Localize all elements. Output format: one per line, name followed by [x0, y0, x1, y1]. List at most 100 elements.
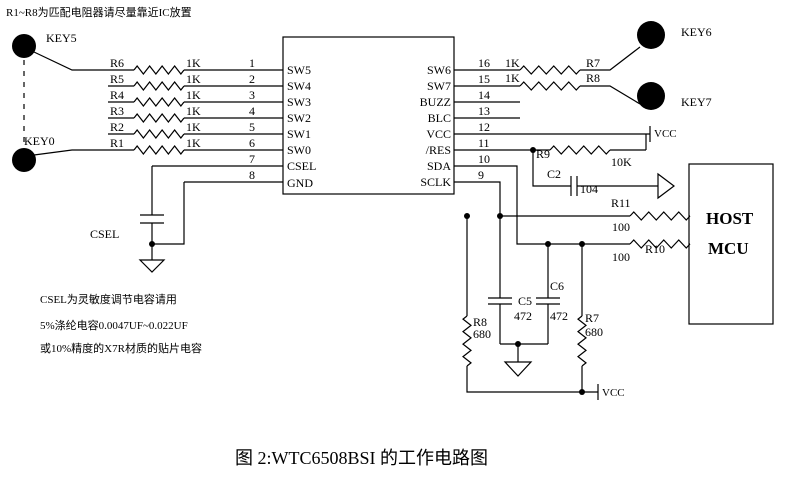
left-row-1-pin-name: SW4 [287, 79, 311, 93]
key7-label: KEY7 [681, 95, 712, 109]
right-row-5-pin-name: /RES [426, 143, 451, 157]
c5-ref: C5 [518, 294, 532, 308]
resistor-r8-pullup [462, 315, 472, 367]
gnd-wire [152, 182, 185, 245]
right-row-3-pin-name: BLC [428, 111, 451, 125]
r8-pull-value: 680 [473, 327, 491, 341]
left-row-0-value: 1K [186, 56, 201, 70]
left-row-4-pin: 5 [249, 120, 255, 134]
r8-value: 1K [505, 71, 520, 85]
left-row-4-value: 1K [186, 120, 201, 134]
left-row-2-value: 1K [186, 88, 201, 102]
host-label: HOST [706, 209, 754, 228]
right-row-1-pin-name: SW7 [427, 79, 451, 93]
resistor-r1 [133, 145, 185, 155]
note-line-3: 或10%精度的X7R材质的贴片电容 [40, 341, 202, 355]
left-row-5-ref: R1 [110, 136, 124, 150]
right-row-2-pin-name: BUZZ [420, 95, 451, 109]
resistor-r11 [629, 211, 691, 221]
c6-ref: C6 [550, 279, 564, 293]
c6-value: 472 [550, 309, 568, 323]
r7-value: 1K [505, 56, 520, 70]
vcc-bottom-junction [579, 389, 585, 395]
touch-key-6 [637, 21, 665, 49]
r7-pull-wire-bottom [581, 366, 598, 393]
right-row-0-pin-number: 16 [478, 56, 490, 70]
touch-key-7 [637, 82, 665, 110]
left-row-2-pin: 3 [249, 88, 255, 102]
left-row-0-pin-name: SW5 [287, 63, 311, 77]
pin7-number: 7 [249, 152, 255, 166]
left-row-5-pin-name: SW0 [287, 143, 311, 157]
r11-value: 100 [612, 220, 630, 234]
r8-ref: R8 [586, 71, 600, 85]
resistor-r4 [133, 97, 185, 107]
ic-chip [282, 36, 455, 195]
right-row-5-pin-number: 11 [478, 136, 490, 150]
r8-pull-wire-bottom [466, 366, 582, 393]
c2-ref: C2 [547, 167, 561, 181]
left-row-3-pin-name: SW2 [287, 111, 311, 125]
resistor-r5 [133, 81, 185, 91]
resistor-r10 [629, 239, 691, 249]
figure-caption: 图 2:WTC6508BSI 的工作电路图 [235, 448, 488, 468]
r9-ref: R9 [536, 147, 550, 161]
r10-value: 100 [612, 250, 630, 264]
right-row-4-pin-number: 12 [478, 120, 490, 134]
r11-ref: R11 [611, 196, 631, 210]
r7-pull-value: 680 [585, 325, 603, 339]
resistor-r6 [133, 65, 185, 75]
ground-symbol-c2 [657, 172, 675, 200]
resistor-r8 [519, 81, 581, 91]
resistor-r7 [519, 65, 581, 75]
left-row-1-pin: 2 [249, 72, 255, 86]
left-row-4-ref: R2 [110, 120, 124, 134]
c2-value: 104 [580, 182, 598, 196]
csel-label: CSEL [90, 227, 119, 241]
r7-ref: R7 [586, 56, 600, 70]
left-row-3-value: 1K [186, 104, 201, 118]
key6-wire [580, 46, 641, 71]
left-row-5-value: 1K [186, 136, 201, 150]
resistor-r3 [133, 113, 185, 123]
key0-wire [33, 149, 108, 156]
right-row-7-pin-number: 9 [478, 168, 484, 182]
note-line-1: CSEL为灵敏度调节电容请用 [40, 292, 177, 306]
vcc-bottom-label: VCC [602, 387, 625, 399]
key5-label: KEY5 [46, 31, 77, 45]
key5-wire [33, 51, 108, 71]
left-row-2-ref: R4 [110, 88, 124, 102]
left-row-1-value: 1K [186, 72, 201, 86]
right-row-1-pin-number: 15 [478, 72, 490, 86]
ground-symbol-left [138, 259, 166, 273]
right-row-6-pin-number: 10 [478, 152, 490, 166]
mcu-label: MCU [708, 239, 749, 258]
r7-pull-ref: R7 [585, 311, 599, 325]
touch-key-0 [12, 148, 36, 172]
key0-label: KEY0 [24, 134, 55, 148]
resistor-r9 [549, 145, 611, 155]
vcc-label: VCC [654, 128, 677, 140]
right-row-0-pin-name: SW6 [427, 63, 451, 77]
right-row-3-pin-number: 13 [478, 104, 490, 118]
touch-key-5 [12, 34, 36, 58]
c2-wire-left [532, 150, 571, 187]
left-row-3-pin: 4 [249, 104, 255, 118]
right-row-4-pin-name: VCC [426, 127, 451, 141]
pin8-number: 8 [249, 168, 255, 182]
top-note: R1~R8为匹配电阻器请尽量靠近IC放置 [6, 5, 192, 19]
resistor-r2 [133, 129, 185, 139]
left-row-3-ref: R3 [110, 104, 124, 118]
resistor-r7-pullup [577, 315, 587, 367]
right-row-6-pin-name: SDA [427, 159, 451, 173]
right-row-2-pin-number: 14 [478, 88, 490, 102]
r10-ref: R10 [645, 242, 665, 256]
r8-pull-ref: R8 [473, 315, 487, 329]
left-row-5-pin: 6 [249, 136, 255, 150]
key7-wire [580, 85, 641, 105]
r9-value: 10K [611, 155, 632, 169]
left-row-0-ref: R6 [110, 56, 124, 70]
